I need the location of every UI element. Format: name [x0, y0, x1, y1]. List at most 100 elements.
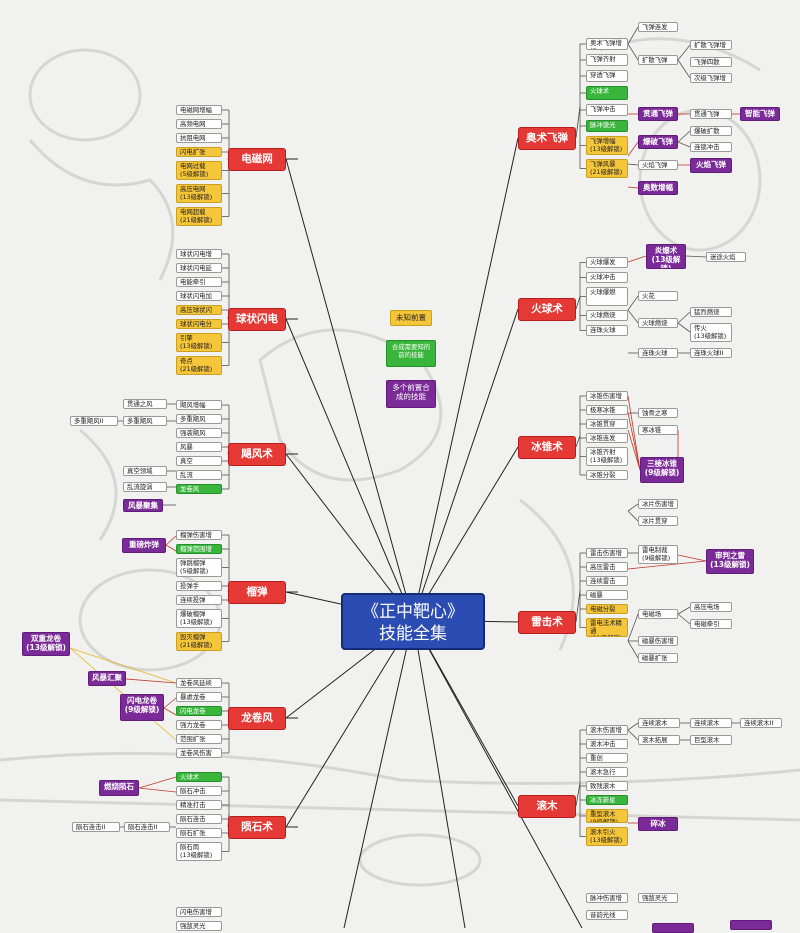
gunmu-sub: 连续滚木 [690, 718, 732, 728]
aoshu-combo: 贯通飞弹 [638, 107, 678, 121]
bottom-combo [730, 920, 772, 930]
jufeng-item: 乱流 [176, 470, 222, 480]
dianci-item: 高压电网 (13级解锁) [176, 184, 222, 203]
dianci-item: 电网过载 (5级解锁) [176, 161, 222, 180]
aoshu-sub: 次级飞弹增幅 [690, 73, 732, 83]
jufeng-item: 风暴 [176, 442, 222, 452]
longjuan-main: 龙卷风 [228, 707, 286, 730]
jufeng-item: 龙卷风 [176, 484, 222, 494]
aoshu-sub: 飞弹连发 [638, 22, 678, 32]
bingzhui-sub: 蚀骨之寒 [638, 408, 678, 418]
yunshi-combo: 燃烧陨石 [99, 780, 139, 796]
liudan-item: 连续投弹 [176, 595, 222, 605]
gunmu-combo: 碎冰 [638, 817, 678, 831]
jufeng-sub: 真空领域 [123, 466, 167, 476]
leiji-sub: 磁暴扩张 [638, 653, 678, 663]
aoshu-combo: 火焰飞弹 [690, 158, 732, 173]
dianci-main: 电磁网 [228, 148, 286, 171]
bingzhui-sub: 寒冰锥 [638, 425, 678, 435]
gunmu-sub: 滚木拓展 [638, 735, 680, 745]
legend-prereq: 合成需要知的前的技能 [386, 340, 436, 367]
longjuan-item: 暴虐龙卷 [176, 692, 222, 702]
huoqiu-sub: 迷途火焰 [706, 252, 746, 262]
dianci-item: 高频电网 [176, 119, 222, 129]
aoshu-sub: 爆破扩散 [690, 126, 732, 136]
yunshi-item: 陨石雨 (13级解锁) [176, 842, 222, 861]
liudan-item: 榴弹伤害增幅 [176, 530, 222, 540]
qiuzhuang-main: 球状闪电 [228, 308, 286, 331]
huoqiu-sub: 传火 (13级解锁) [690, 323, 732, 342]
leiji-combo: 审判之雷 (13级解锁) [706, 549, 754, 574]
qiuzhuang-item: 球状闪电延续 [176, 263, 222, 273]
liudan-item: 爆破榴弹 (13级解锁) [176, 609, 222, 628]
yunshi-item: 陨石冲击 [176, 786, 222, 796]
qiuzhuang-item: 球状闪电加速 [176, 291, 222, 301]
bingzhui-sub: 冰片贯穿 [638, 516, 678, 526]
gunmu-item: 滚木冲击 [586, 739, 628, 749]
bingzhui-item: 极寒冰锥 [586, 405, 628, 415]
leiji-item: 高压雷击 [586, 562, 628, 572]
bingzhui-item: 冰锥贯穿 [586, 419, 628, 429]
jufeng-item: 飓风增幅 [176, 400, 222, 410]
qiuzhuang-item: 引擎 (13级解锁) [176, 333, 222, 352]
leiji-sub: 高压电场 [690, 602, 732, 612]
jufeng-item: 真空 [176, 456, 222, 466]
gunmu-item: 滚木引火 (13级解锁) [586, 827, 628, 846]
leiji-item: 磁暴 [586, 590, 628, 600]
gunmu-main: 滚木 [518, 795, 576, 818]
bingzhui-item: 冰锥伤害增幅 [586, 391, 628, 401]
huoqiu-item: 连珠火球 [586, 325, 628, 336]
aoshu-sub: 连锁冲击 [690, 142, 732, 152]
aoshu-item: 飞弹风暴 (21级解锁) [586, 159, 628, 178]
huoqiu-item: 火球燃烧 [586, 310, 628, 321]
bingzhui-combo: 三棱冰锥 (9级解锁) [640, 457, 684, 483]
gunmu-sub: 巨型滚木 [690, 735, 732, 745]
bottom-combo [652, 923, 694, 933]
aoshu-item: 奥术飞弹增幅 [586, 38, 628, 50]
huoqiu-item: 火球爆发 [586, 257, 628, 268]
longjuan-item: 范围扩张 [176, 734, 222, 744]
bottom-item: 强敌灵光 [638, 893, 678, 903]
aoshu-item: 飞弹增幅 (13级解锁) [586, 136, 628, 155]
aoshu-sub: 扩散飞弹 [638, 55, 678, 65]
huoqiu-main: 火球术 [518, 298, 576, 321]
bingzhui-item: 冰锥分裂 [586, 470, 628, 480]
gunmu-item: 重创 [586, 753, 628, 763]
huoqiu-item: 火球冲击 [586, 272, 628, 283]
legend-multi: 多个前置合成的技能 [386, 380, 436, 408]
dianci-item: 电网超载 (21级解锁) [176, 207, 222, 226]
aoshu-item: 飞弹齐射 [586, 54, 628, 66]
liudan-combo: 重磅炸弹 [122, 538, 166, 553]
huoqiu-sub: 火花 [638, 291, 678, 301]
yunshi-main: 陨石术 [228, 816, 286, 839]
gunmu-item: 滚木伤害增幅 [586, 725, 628, 735]
longjuan-item: 强力龙卷 [176, 720, 222, 730]
longjuan-item: 龙卷风伤害增幅 [176, 748, 222, 758]
aoshu-item: 穿透飞弹 [586, 70, 628, 82]
liudan-main: 榴弹 [228, 581, 286, 604]
aoshu-item: 脉冲激光 [586, 120, 628, 132]
jufeng-item: 强袭飓风 [176, 428, 222, 438]
jufeng-sub: 贯通之风 [123, 399, 167, 409]
aoshu-combo: 爆破飞弹 [638, 135, 678, 149]
liudan-item: 榴弹范围增幅 [176, 544, 222, 554]
yunshi-sub: 陨石连击II [72, 822, 120, 832]
aoshu-sub: 贯通飞弹 [690, 109, 732, 119]
longjuan-combo: 风暴汇聚 [88, 671, 126, 686]
leiji-sub: 磁暴伤害增幅 [638, 636, 678, 646]
aoshu-item: 飞弹冲击 [586, 104, 628, 116]
qiuzhuang-item: 球状闪电分裂 [176, 319, 222, 329]
aoshu-main: 奥术飞弹 [518, 127, 576, 150]
yunshi-item: 陨石连击 [176, 814, 222, 824]
liudan-item: 弹跳榴弹 (5级解锁) [176, 558, 222, 577]
yunshi-sub: 陨石连击II [124, 822, 170, 832]
bingzhui-sub: 冰片伤害增幅 [638, 499, 678, 509]
gunmu-item: 滚木急行 [586, 767, 628, 777]
aoshu-combo: 奥数增幅α [638, 181, 678, 195]
dianci-item: 电磁网增幅 [176, 105, 222, 115]
leiji-main: 雷击术 [518, 611, 576, 634]
huoqiu-sub: 猛烈燃烧 [690, 307, 732, 317]
qiuzhuang-item: 球状闪电增幅 [176, 249, 222, 259]
